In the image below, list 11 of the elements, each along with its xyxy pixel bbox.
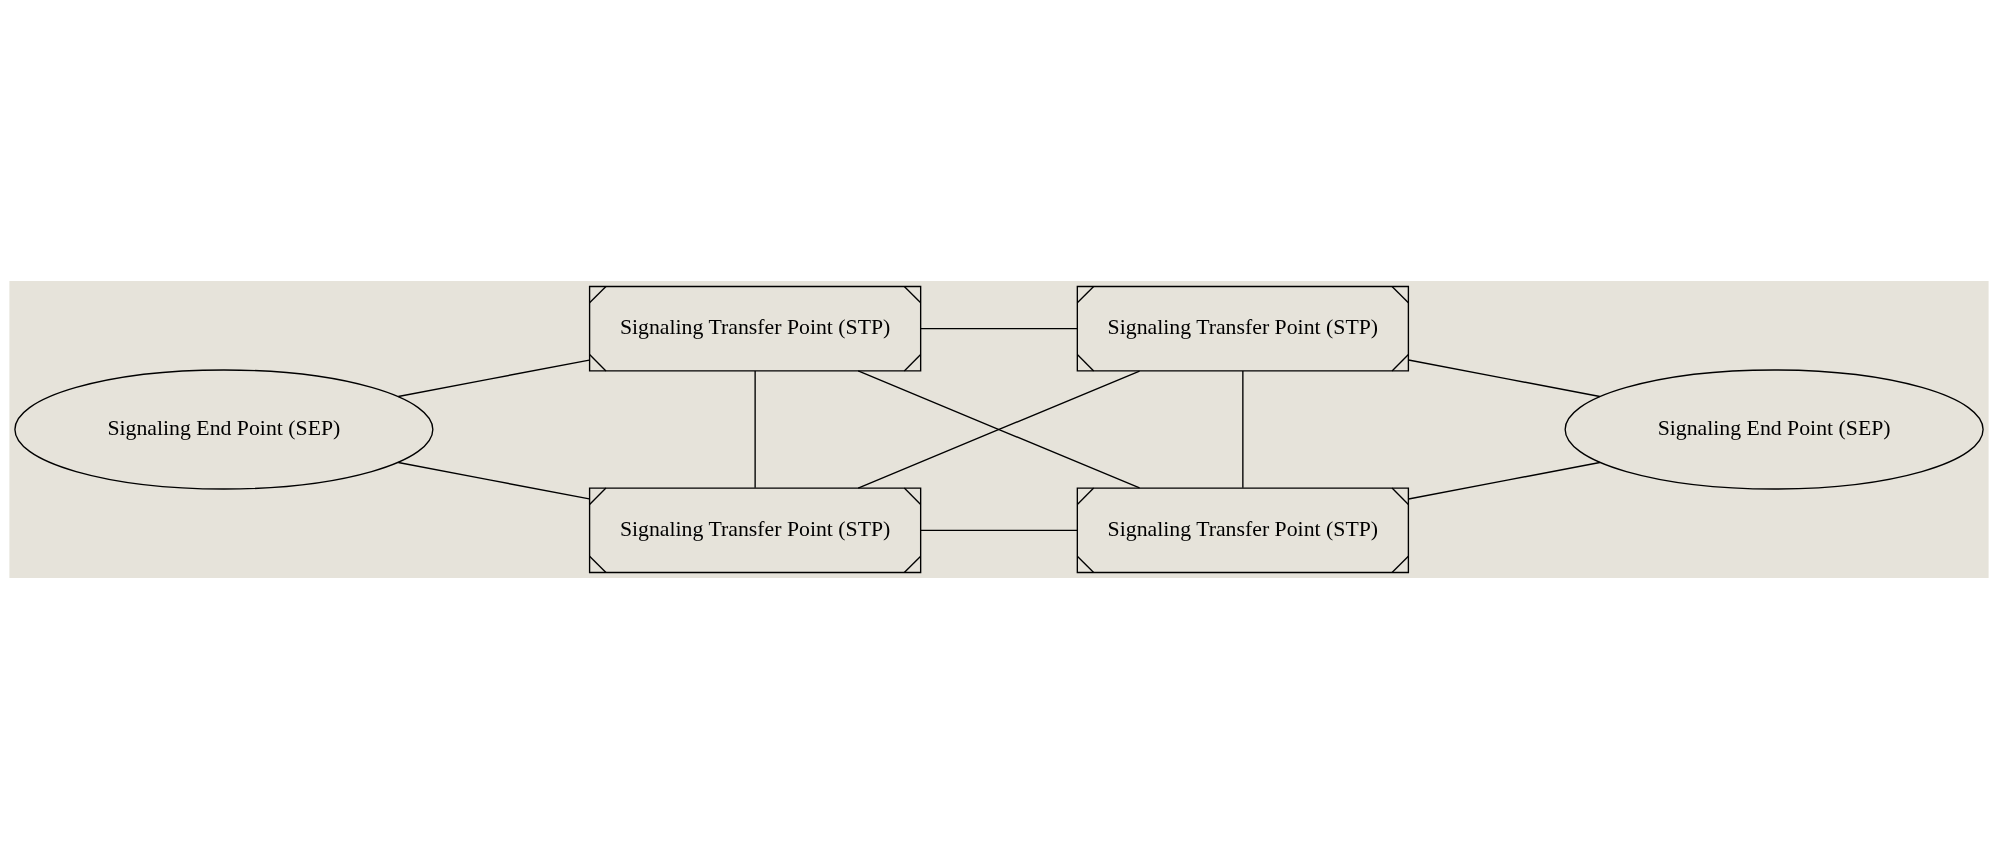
connector	[1407, 359, 1601, 398]
connector	[1407, 461, 1601, 500]
connector	[1242, 370, 1244, 489]
connector	[920, 529, 1078, 531]
node-ellipse: Signaling End Point (SEP)	[14, 369, 434, 490]
connector	[920, 328, 1078, 330]
connector	[397, 359, 590, 398]
node-ellipse: Signaling End Point (SEP)	[1564, 369, 1984, 490]
connector	[754, 370, 756, 489]
connector	[397, 461, 590, 500]
connector	[857, 370, 1141, 489]
